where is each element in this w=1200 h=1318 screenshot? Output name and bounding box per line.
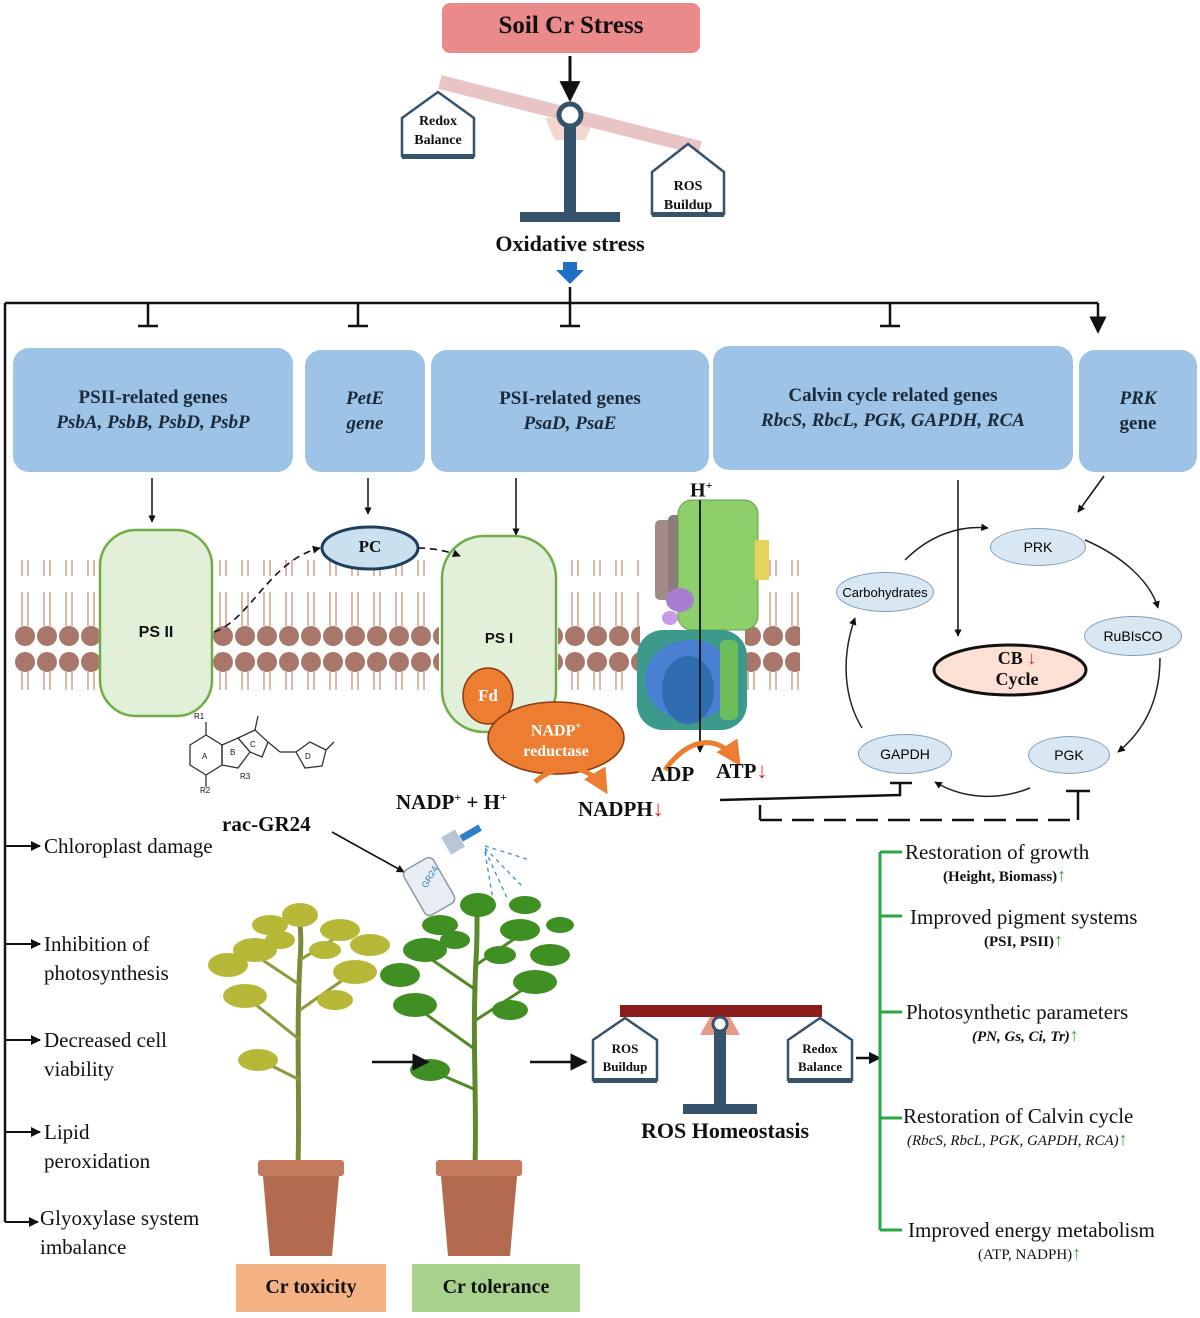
outcome-energy: Improved energy metabolism (ATP, NADPH)↑ bbox=[908, 1218, 1155, 1263]
outcome-growth: Restoration of growth (Height, Biomass)↑ bbox=[905, 840, 1090, 885]
outcome-pigment: Improved pigment systems (PSI, PSII)↑ bbox=[910, 905, 1138, 950]
psi-genes-list: PsaD, PsaE bbox=[523, 413, 617, 434]
psi-label: PS I bbox=[484, 630, 514, 647]
gr24-structure bbox=[189, 715, 335, 787]
outcome-photosynthetic: Photosynthetic parameters (PN, Gs, Ci, T… bbox=[906, 1000, 1129, 1045]
soil-cr-stress-label: Soil Cr Stress bbox=[498, 12, 644, 39]
fd-label: Fd bbox=[478, 686, 498, 705]
pete-sub: gene bbox=[346, 413, 384, 434]
calvin-genes-box: Calvin cycle related genes RbcS, RbcL, P… bbox=[713, 346, 1073, 470]
up-arrow-icon: ↑ bbox=[1118, 1129, 1128, 1149]
cb-cycle-node bbox=[932, 643, 1088, 697]
rac-gr24-label: rac-GR24 bbox=[222, 812, 311, 836]
nadp-reductase-label: NADP+ reductase bbox=[523, 721, 589, 761]
cr-toxicity-box bbox=[236, 1264, 386, 1312]
gr24-spray-bottle bbox=[402, 824, 531, 917]
psi-genes-box: PSI-related genes PsaD, PsaE bbox=[431, 350, 709, 472]
effect-arrows bbox=[5, 841, 41, 1227]
prk-node: PRK bbox=[990, 528, 1086, 566]
psii-label: PS II bbox=[138, 624, 174, 641]
nadph-label: NADPH↓ bbox=[578, 796, 664, 821]
nadp-reaction: NADP+ + H+ bbox=[396, 790, 507, 814]
pgk-node: PGK bbox=[1028, 736, 1110, 774]
prk-gene-box: PRK gene bbox=[1079, 350, 1197, 472]
psii-genes-title: PSII-related genes bbox=[78, 387, 228, 408]
up-arrow-icon: ↑ bbox=[1069, 1025, 1079, 1045]
rubisco-node: RuBIsCO bbox=[1084, 616, 1182, 656]
atp-label: ATP↓ bbox=[716, 758, 768, 783]
oxidative-balance-scale bbox=[400, 75, 726, 222]
ring-d: D bbox=[305, 752, 311, 761]
carbohydrates-node: Carbohydrates bbox=[836, 572, 934, 612]
pete-title: PetE bbox=[346, 388, 384, 409]
psii-genes-list: PsbA, PsbB, PsbD, PsbP bbox=[56, 412, 250, 433]
ring-c: C bbox=[250, 740, 256, 749]
outcome-bracket bbox=[878, 850, 902, 1232]
outcome-calvin: Restoration of Calvin cycle (RbcS, RbcL,… bbox=[903, 1104, 1134, 1149]
cb-cycle-label: CB ↓ Cycle bbox=[995, 648, 1039, 689]
psii-genes-box: PSII-related genes PsbA, PsbB, PsbD, Psb… bbox=[13, 348, 293, 472]
adp-label: ADP bbox=[651, 762, 695, 786]
ros-homeostasis-scale bbox=[591, 1005, 854, 1114]
ring-a: A bbox=[202, 752, 208, 761]
cr-toxicity-plant bbox=[208, 903, 390, 1256]
ros-homeostasis-label: ROS Homeostasis bbox=[640, 1118, 810, 1143]
cr-tolerance-plant bbox=[380, 893, 574, 1256]
oxidative-stress-label: Oxidative stress bbox=[495, 231, 645, 256]
blue-down-arrow bbox=[556, 262, 584, 284]
up-arrow-icon: ↑ bbox=[1057, 865, 1067, 885]
prk-sub: gene bbox=[1119, 413, 1157, 434]
up-arrow-icon: ↑ bbox=[1072, 1243, 1082, 1263]
r1-label: R1 bbox=[194, 712, 205, 721]
nadp-reductase bbox=[487, 701, 625, 775]
gapdh-node: GAPDH bbox=[858, 734, 952, 774]
psii-complex bbox=[98, 528, 214, 718]
prk-title: PRK bbox=[1119, 388, 1157, 409]
distribution-lines bbox=[3, 287, 1107, 1222]
pc-label: PC bbox=[358, 537, 382, 556]
cr-tolerance-label: Cr tolerance bbox=[442, 1276, 550, 1298]
cr-toxicity-label: Cr toxicity bbox=[265, 1276, 357, 1298]
effect-chloroplast-damage: Chloroplast damage bbox=[44, 834, 213, 858]
energy-inhibition-lines bbox=[719, 781, 1090, 822]
r2-label: R2 bbox=[200, 786, 211, 795]
calvin-cycle bbox=[845, 523, 1161, 798]
psi-genes-title: PSI-related genes bbox=[499, 388, 641, 409]
cb-down-arrow: ↓ bbox=[1027, 648, 1037, 668]
atp-down-arrow: ↓ bbox=[756, 758, 768, 783]
ring-b: B bbox=[230, 748, 236, 757]
calvin-genes-list: RbcS, RbcL, PGK, GAPDH, RCA bbox=[761, 410, 1025, 431]
up-arrow-icon: ↑ bbox=[1054, 930, 1064, 950]
nadph-down-arrow: ↓ bbox=[652, 796, 664, 821]
atp-synthase bbox=[637, 499, 769, 772]
calvin-genes-title: Calvin cycle related genes bbox=[788, 385, 998, 406]
h-plus-label: H+ bbox=[690, 478, 713, 502]
pete-gene-box: PetE gene bbox=[305, 350, 425, 472]
r3-label: R3 bbox=[240, 772, 251, 781]
cr-tolerance-box bbox=[412, 1264, 580, 1312]
soil-cr-stress-box bbox=[442, 3, 700, 53]
fd-protein bbox=[462, 667, 514, 725]
